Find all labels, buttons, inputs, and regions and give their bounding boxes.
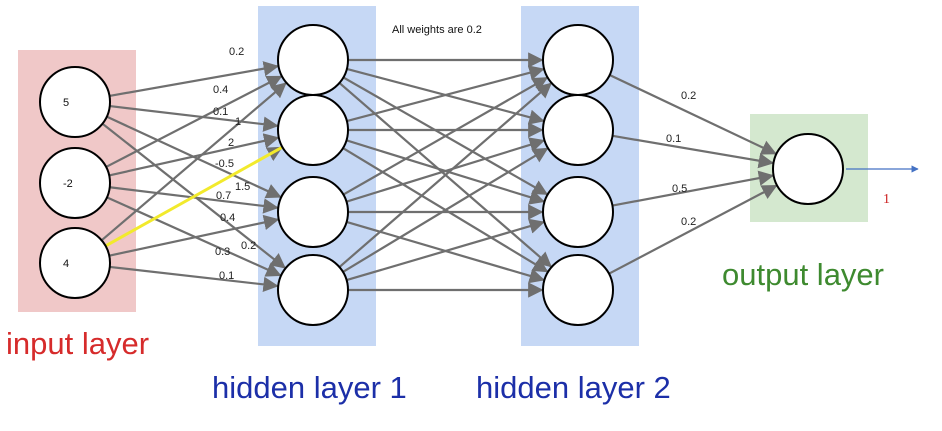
- weight-label-input-hidden1-4: 1: [235, 116, 241, 128]
- input-value-3: 4: [63, 258, 69, 270]
- weight-label-input-hidden1-12: 0.1: [219, 270, 234, 282]
- edge-highlight-input-3-to-h1-2: [104, 146, 283, 248]
- edge-h1-3-to-h2-2: [346, 137, 546, 203]
- weight-label-input-hidden1-10: 0.3: [215, 246, 230, 258]
- nodes-group: 5 -2 4: [39, 24, 844, 326]
- edge-h1-3-to-h2-1: [342, 76, 549, 196]
- hidden1-node-4: [277, 254, 349, 326]
- weight-label-hidden2-output-2: 0.1: [666, 133, 681, 145]
- edge-h2-1-to-output: [609, 73, 777, 155]
- output-node: [772, 133, 844, 205]
- edge-h2-3-to-output: [612, 170, 775, 207]
- edges-group: [100, 52, 778, 298]
- hidden-layer-1-label: hidden layer 1: [212, 370, 407, 405]
- edge-h1-4-to-h2-3: [346, 218, 545, 282]
- weight-label-input-hidden1-9: 0.4: [220, 212, 235, 224]
- weight-label-input-hidden1-1: 0.2: [229, 46, 244, 58]
- weight-label-input-hidden1-2: 0.4: [213, 84, 228, 96]
- input-node-3: [39, 227, 111, 299]
- edge-h1-4-to-h2-1: [338, 82, 552, 268]
- weight-label-input-hidden1-6: -0.5: [215, 158, 234, 170]
- weight-labels-group: 0.2 0.4 0.1 12 -0.51.5 0.7 0.4 0.3 0.2 0.1 0.2 0.1 0…: [213, 46, 696, 282]
- output-value: 1: [883, 192, 890, 207]
- hidden1-node-1: [277, 24, 349, 96]
- edge-input-2-to-h1-2: [108, 133, 280, 177]
- edge-h1-4-to-h2-2: [342, 147, 549, 273]
- weight-label-hidden2-output-1: 0.2: [681, 90, 696, 102]
- weight-label-input-hidden1-5: 2: [228, 137, 234, 149]
- weights-note: All weights are 0.2: [392, 24, 482, 36]
- hidden2-node-4: [542, 254, 614, 326]
- hidden1-node-2: [277, 94, 349, 166]
- input-value-2: -2: [63, 178, 73, 190]
- edge-input-1-to-h1-2: [109, 104, 279, 132]
- edge-h1-2-to-h2-1: [346, 65, 545, 123]
- weight-label-input-hidden1-3: 0.1: [213, 106, 228, 118]
- edge-input-1-to-h1-1: [109, 61, 280, 98]
- input-node-1: [39, 66, 111, 138]
- hidden-layer-2-label: hidden layer 2: [476, 370, 671, 405]
- output-layer-label: output layer: [722, 257, 884, 292]
- weight-label-hidden2-output-4: 0.2: [681, 216, 696, 228]
- edge-input-3-to-h1-1: [100, 82, 287, 242]
- weight-label-input-hidden1-7: 1.5: [235, 181, 250, 193]
- edge-h2-2-to-output: [612, 134, 775, 169]
- hidden1-node-3: [277, 176, 349, 248]
- edge-input-3-to-h1-4: [109, 265, 279, 293]
- edge-h2-4-to-output: [608, 184, 778, 275]
- hidden2-node-2: [542, 94, 614, 166]
- input-layer-label: input layer: [6, 326, 149, 361]
- hidden2-node-1: [542, 24, 614, 96]
- edge-input-3-to-h1-3: [108, 214, 280, 257]
- edge-input-2-to-h1-1: [105, 75, 283, 168]
- input-node-2: [39, 147, 111, 219]
- weight-label-input-hidden1-11: 0.2: [241, 240, 256, 252]
- weight-label-input-hidden1-8: 0.7: [216, 190, 231, 202]
- weight-label-hidden2-output-3: 0.5: [672, 183, 687, 195]
- input-value-1: 5: [63, 97, 69, 109]
- hidden2-node-3: [542, 176, 614, 248]
